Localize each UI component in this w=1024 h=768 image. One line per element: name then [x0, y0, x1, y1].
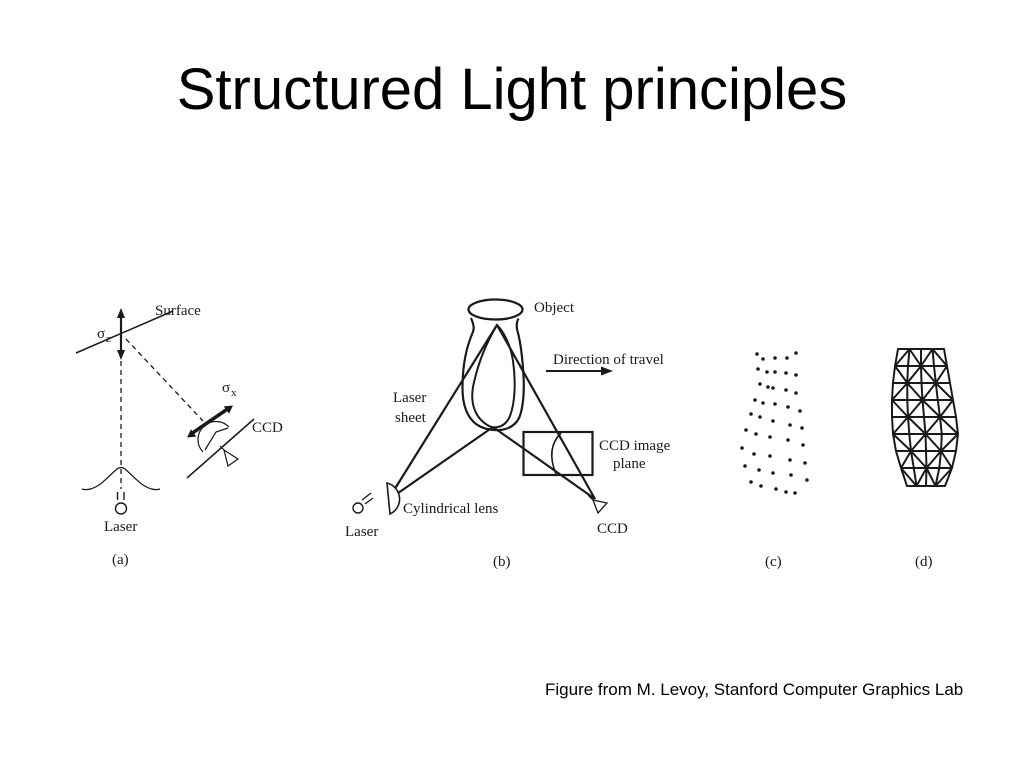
range-point — [793, 491, 797, 495]
range-point — [761, 357, 765, 361]
range-point — [774, 487, 778, 491]
ccd-image-plane-label-2: plane — [613, 456, 646, 472]
range-point — [744, 428, 748, 432]
imaged-stripe-curve — [551, 432, 562, 475]
sigma-z-sub: z — [106, 333, 111, 345]
surface-label: Surface — [155, 303, 201, 319]
view-ray-lower — [492, 426, 596, 500]
cylindrical-lens-label: Cylindrical lens — [403, 501, 499, 517]
view-ray-upper — [496, 324, 596, 500]
range-point — [784, 388, 788, 392]
sigma-x-sub: x — [231, 387, 237, 399]
range-point — [765, 370, 769, 374]
eye-icon — [219, 445, 240, 467]
range-point — [758, 382, 762, 386]
direction-label: Direction of travel — [553, 352, 664, 368]
range-point — [786, 405, 790, 409]
range-point — [785, 356, 789, 360]
laser-sheet-label-2: sheet — [395, 410, 427, 426]
range-point — [771, 419, 775, 423]
range-point — [749, 480, 753, 484]
lens-wedge-icon — [197, 420, 230, 453]
range-point — [758, 415, 762, 419]
range-point — [771, 386, 775, 390]
range-point — [761, 401, 765, 405]
panel-c-tag: (c) — [765, 554, 782, 570]
range-point — [786, 438, 790, 442]
sigma-z-label: σ — [97, 326, 105, 342]
range-point — [749, 412, 753, 416]
range-point — [753, 398, 757, 402]
laser-sheet-upper — [390, 324, 498, 496]
range-point — [800, 426, 804, 430]
sigma-x-label: σ — [222, 380, 230, 396]
laser-label-a: Laser — [104, 519, 137, 535]
direction-arrow — [546, 366, 613, 376]
panel-d-tag: (d) — [915, 554, 933, 570]
range-point — [798, 409, 802, 413]
surface-line — [75, 310, 174, 354]
range-point — [794, 391, 798, 395]
range-point — [801, 443, 805, 447]
range-point — [803, 461, 807, 465]
panel-d-mesh — [891, 348, 960, 487]
range-point — [759, 484, 763, 488]
panel-c: (c) — [740, 351, 809, 570]
range-point — [754, 432, 758, 436]
laser-sheet-lower — [390, 426, 494, 499]
panel-d: (d) — [891, 348, 960, 570]
mesh-wireframe — [891, 348, 960, 487]
range-point — [755, 352, 759, 356]
range-point — [766, 385, 770, 389]
range-point — [788, 458, 792, 462]
range-point — [768, 435, 772, 439]
range-point — [789, 473, 793, 477]
range-point — [740, 446, 744, 450]
ccd-eye-icon — [587, 494, 609, 515]
object-label: Object — [534, 300, 575, 316]
cylindrical-lens-icon — [386, 481, 401, 516]
reflected-ray-dashed — [125, 338, 204, 422]
laser-source-icon — [114, 492, 128, 515]
range-point — [805, 478, 809, 482]
sigma-z-arrow — [117, 308, 125, 360]
range-point — [757, 468, 761, 472]
range-point — [773, 402, 777, 406]
range-point — [756, 367, 760, 371]
laser-sheet-label-1: Laser — [393, 390, 426, 406]
range-point — [788, 423, 792, 427]
range-point — [794, 351, 798, 355]
laser-source-icon-b — [352, 492, 374, 514]
object-vase — [461, 298, 525, 432]
range-point — [784, 490, 788, 494]
laser-label-b: Laser — [345, 524, 378, 540]
ccd-image-plane-rect — [522, 430, 594, 477]
range-point — [771, 471, 775, 475]
laser-stripe-curve — [471, 323, 516, 429]
gaussian-profile — [81, 466, 161, 491]
range-point — [794, 373, 798, 377]
range-point — [773, 370, 777, 374]
ccd-line — [186, 418, 255, 479]
ccd-label-b: CCD — [597, 521, 628, 537]
ccd-image-plane-label-1: CCD image — [599, 438, 671, 454]
panel-c-dots — [740, 351, 809, 495]
ccd-label-a: CCD — [252, 420, 283, 436]
panel-a-tag: (a) — [112, 552, 129, 568]
panel-b-tag: (b) — [493, 554, 511, 570]
range-point — [768, 454, 772, 458]
figure-caption: Figure from M. Levoy, Stanford Computer … — [545, 680, 964, 699]
range-point — [743, 464, 747, 468]
slide-title: Structured Light principles — [176, 57, 848, 122]
range-point — [773, 356, 777, 360]
range-point — [752, 452, 756, 456]
panel-b: Object Direction of travel Laser sheet C… — [345, 298, 671, 570]
range-point — [784, 371, 788, 375]
panel-a: σ z Surface σ x CCD Laser (a) — [75, 303, 283, 568]
sigma-x-arrow — [187, 405, 233, 438]
